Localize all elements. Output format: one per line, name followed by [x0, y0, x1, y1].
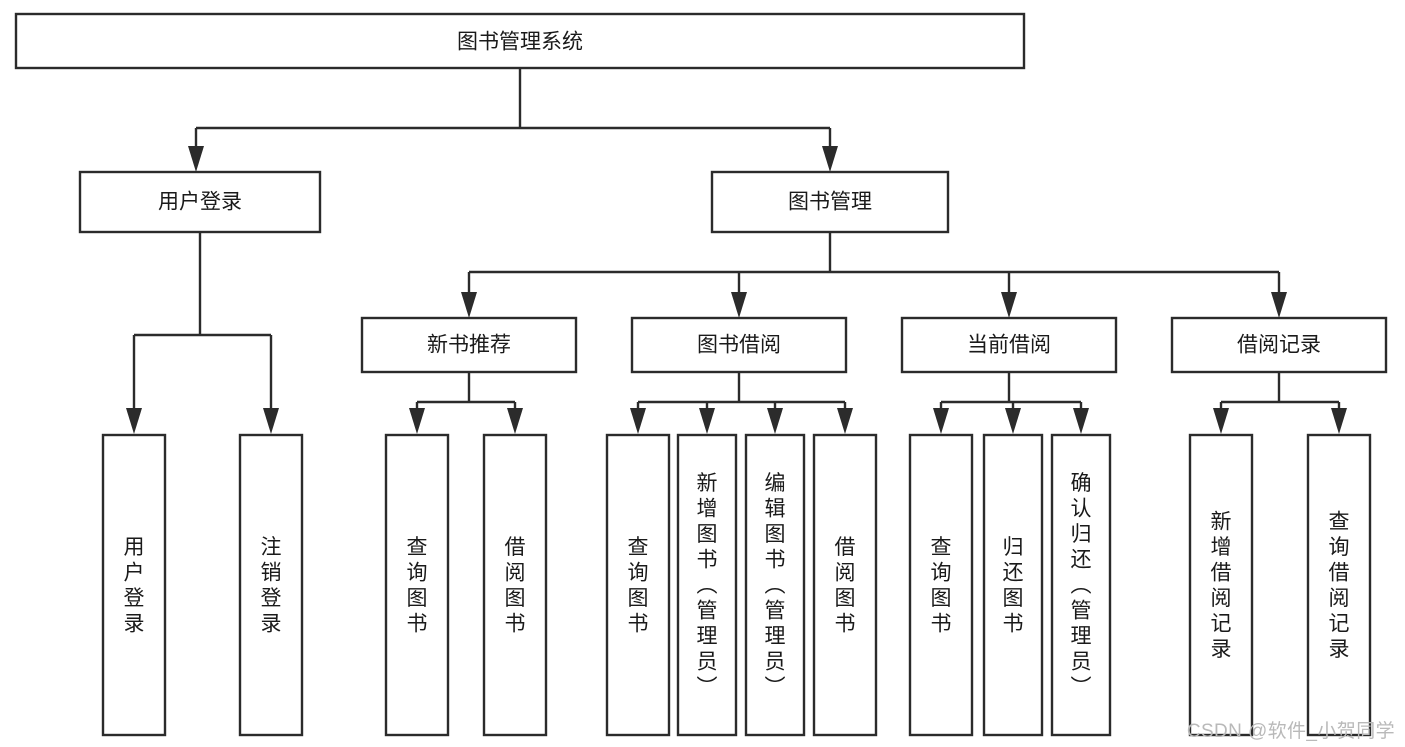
- arrowhead-current-borrow: [1001, 292, 1017, 318]
- leaf-query-book-rec[interactable]: 查询图书: [384, 433, 450, 737]
- node-label-new-book-recommend: 新书推荐: [427, 334, 511, 357]
- leaf-edit-book-admin[interactable]: 编辑图书︵管理员︶: [744, 433, 806, 737]
- node-box-book-borrow[interactable]: [630, 316, 848, 374]
- connector-layer: [126, 68, 1347, 434]
- leaf-box-add-book-admin[interactable]: [676, 433, 738, 737]
- node-label-root: 图书管理系统: [457, 31, 583, 54]
- leaf-label-user-login: 用户登录: [124, 536, 145, 636]
- node-box-new-book-recommend[interactable]: [360, 316, 578, 374]
- leaf-label-logout: 注销登录: [261, 536, 282, 636]
- leaf-label-add-book-admin: 新增图书︵管理员︶: [697, 472, 718, 699]
- leaf-label-add-borrow-record: 新增借阅记录: [1211, 510, 1232, 661]
- arrowhead-borrowrecord-leaf2: [1331, 408, 1347, 434]
- node-box-user-login[interactable]: [78, 170, 322, 234]
- leaf-label-edit-book-admin: 编辑图书︵管理员︶: [765, 472, 786, 699]
- leaf-box-query-borrow-record[interactable]: [1306, 433, 1372, 737]
- arrowhead-bookborrow-leaf2: [699, 408, 715, 434]
- leaf-label-borrow-book: 借阅图书: [835, 536, 856, 636]
- node-current-borrow[interactable]: 当前借阅: [900, 316, 1118, 374]
- node-new-book-recommend[interactable]: 新书推荐: [360, 316, 578, 374]
- node-label-user-login: 用户登录: [158, 191, 242, 214]
- leaf-box-query-book-borrow[interactable]: [605, 433, 671, 737]
- arrowhead-currentborrow-leaf2: [1005, 408, 1021, 434]
- leaf-label-query-book-borrow: 查询图书: [628, 536, 649, 636]
- leaf-add-book-admin[interactable]: 新增图书︵管理员︶: [676, 433, 738, 737]
- leaf-label-borrow-book-rec: 借阅图书: [505, 536, 526, 636]
- leaf-query-book-borrow[interactable]: 查询图书: [605, 433, 671, 737]
- leaf-borrow-book[interactable]: 借阅图书: [812, 433, 878, 737]
- node-label-book-borrow: 图书借阅: [697, 334, 781, 357]
- arrowhead-new-book-rec: [461, 292, 477, 318]
- leaf-label-return-book: 归还图书: [1003, 536, 1024, 636]
- leaf-user-login[interactable]: 用户登录: [101, 433, 167, 737]
- node-box-borrow-record[interactable]: [1170, 316, 1388, 374]
- leaf-box-add-borrow-record[interactable]: [1188, 433, 1254, 737]
- watermark-text: CSDN @软件_小贺同学: [1186, 721, 1395, 742]
- node-label-current-borrow: 当前借阅: [967, 334, 1051, 357]
- node-book-borrow[interactable]: 图书借阅: [630, 316, 848, 374]
- node-user-login[interactable]: 用户登录: [78, 170, 322, 234]
- arrowhead-newbook-leaf2: [507, 408, 523, 434]
- leaf-label-confirm-return-admin: 确认归还︵管理员︶: [1071, 472, 1092, 699]
- leaf-box-user-login[interactable]: [101, 433, 167, 737]
- arrowhead-borrowrecord-leaf1: [1213, 408, 1229, 434]
- leaf-box-query-book-current[interactable]: [908, 433, 974, 737]
- node-borrow-record[interactable]: 借阅记录: [1170, 316, 1388, 374]
- arrowhead-currentborrow-leaf3: [1073, 408, 1089, 434]
- leaf-box-edit-book-admin[interactable]: [744, 433, 806, 737]
- node-root-system[interactable]: 图书管理系统: [14, 12, 1026, 70]
- arrowhead-bookborrow-leaf4: [837, 408, 853, 434]
- node-label-book-management: 图书管理: [788, 191, 872, 214]
- arrowhead-book-mgmt: [822, 146, 838, 172]
- leaf-box-confirm-return-admin[interactable]: [1050, 433, 1112, 737]
- leaf-logout[interactable]: 注销登录: [238, 433, 304, 737]
- arrowhead-book-borrow: [731, 292, 747, 318]
- arrowhead-currentborrow-leaf1: [933, 408, 949, 434]
- leaf-box-borrow-book[interactable]: [812, 433, 878, 737]
- leaf-add-borrow-record[interactable]: 新增借阅记录: [1188, 433, 1254, 737]
- node-box-current-borrow[interactable]: [900, 316, 1118, 374]
- arrowhead-user-login: [188, 146, 204, 172]
- leaf-label-query-book-current: 查询图书: [931, 536, 952, 636]
- leaf-query-borrow-record[interactable]: 查询借阅记录: [1306, 433, 1372, 737]
- arrowhead-bookborrow-leaf3: [767, 408, 783, 434]
- leaf-box-query-book-rec[interactable]: [384, 433, 450, 737]
- node-box-book-management[interactable]: [710, 170, 950, 234]
- leaf-box-return-book[interactable]: [982, 433, 1044, 737]
- node-box-root[interactable]: [14, 12, 1026, 70]
- leaf-return-book[interactable]: 归还图书: [982, 433, 1044, 737]
- leaf-box-logout[interactable]: [238, 433, 304, 737]
- node-layer: 图书管理系统 用户登录 图书管理 新书推荐 图书借阅 当前: [14, 12, 1388, 737]
- leaf-query-book-current[interactable]: 查询图书: [908, 433, 974, 737]
- leaf-confirm-return-admin[interactable]: 确认归还︵管理员︶: [1050, 433, 1112, 737]
- arrowhead-borrow-record: [1271, 292, 1287, 318]
- leaf-box-borrow-book-rec[interactable]: [482, 433, 548, 737]
- node-label-borrow-record: 借阅记录: [1237, 334, 1321, 357]
- leaf-borrow-book-rec[interactable]: 借阅图书: [482, 433, 548, 737]
- arrowhead-bookborrow-leaf1: [630, 408, 646, 434]
- arrowhead-leaf-user-login: [126, 408, 142, 434]
- leaf-label-query-borrow-record: 查询借阅记录: [1329, 510, 1350, 661]
- node-book-management[interactable]: 图书管理: [710, 170, 950, 234]
- arrowhead-newbook-leaf1: [409, 408, 425, 434]
- arrowhead-leaf-logout: [263, 408, 279, 434]
- leaf-label-query-book-rec: 查询图书: [407, 536, 428, 636]
